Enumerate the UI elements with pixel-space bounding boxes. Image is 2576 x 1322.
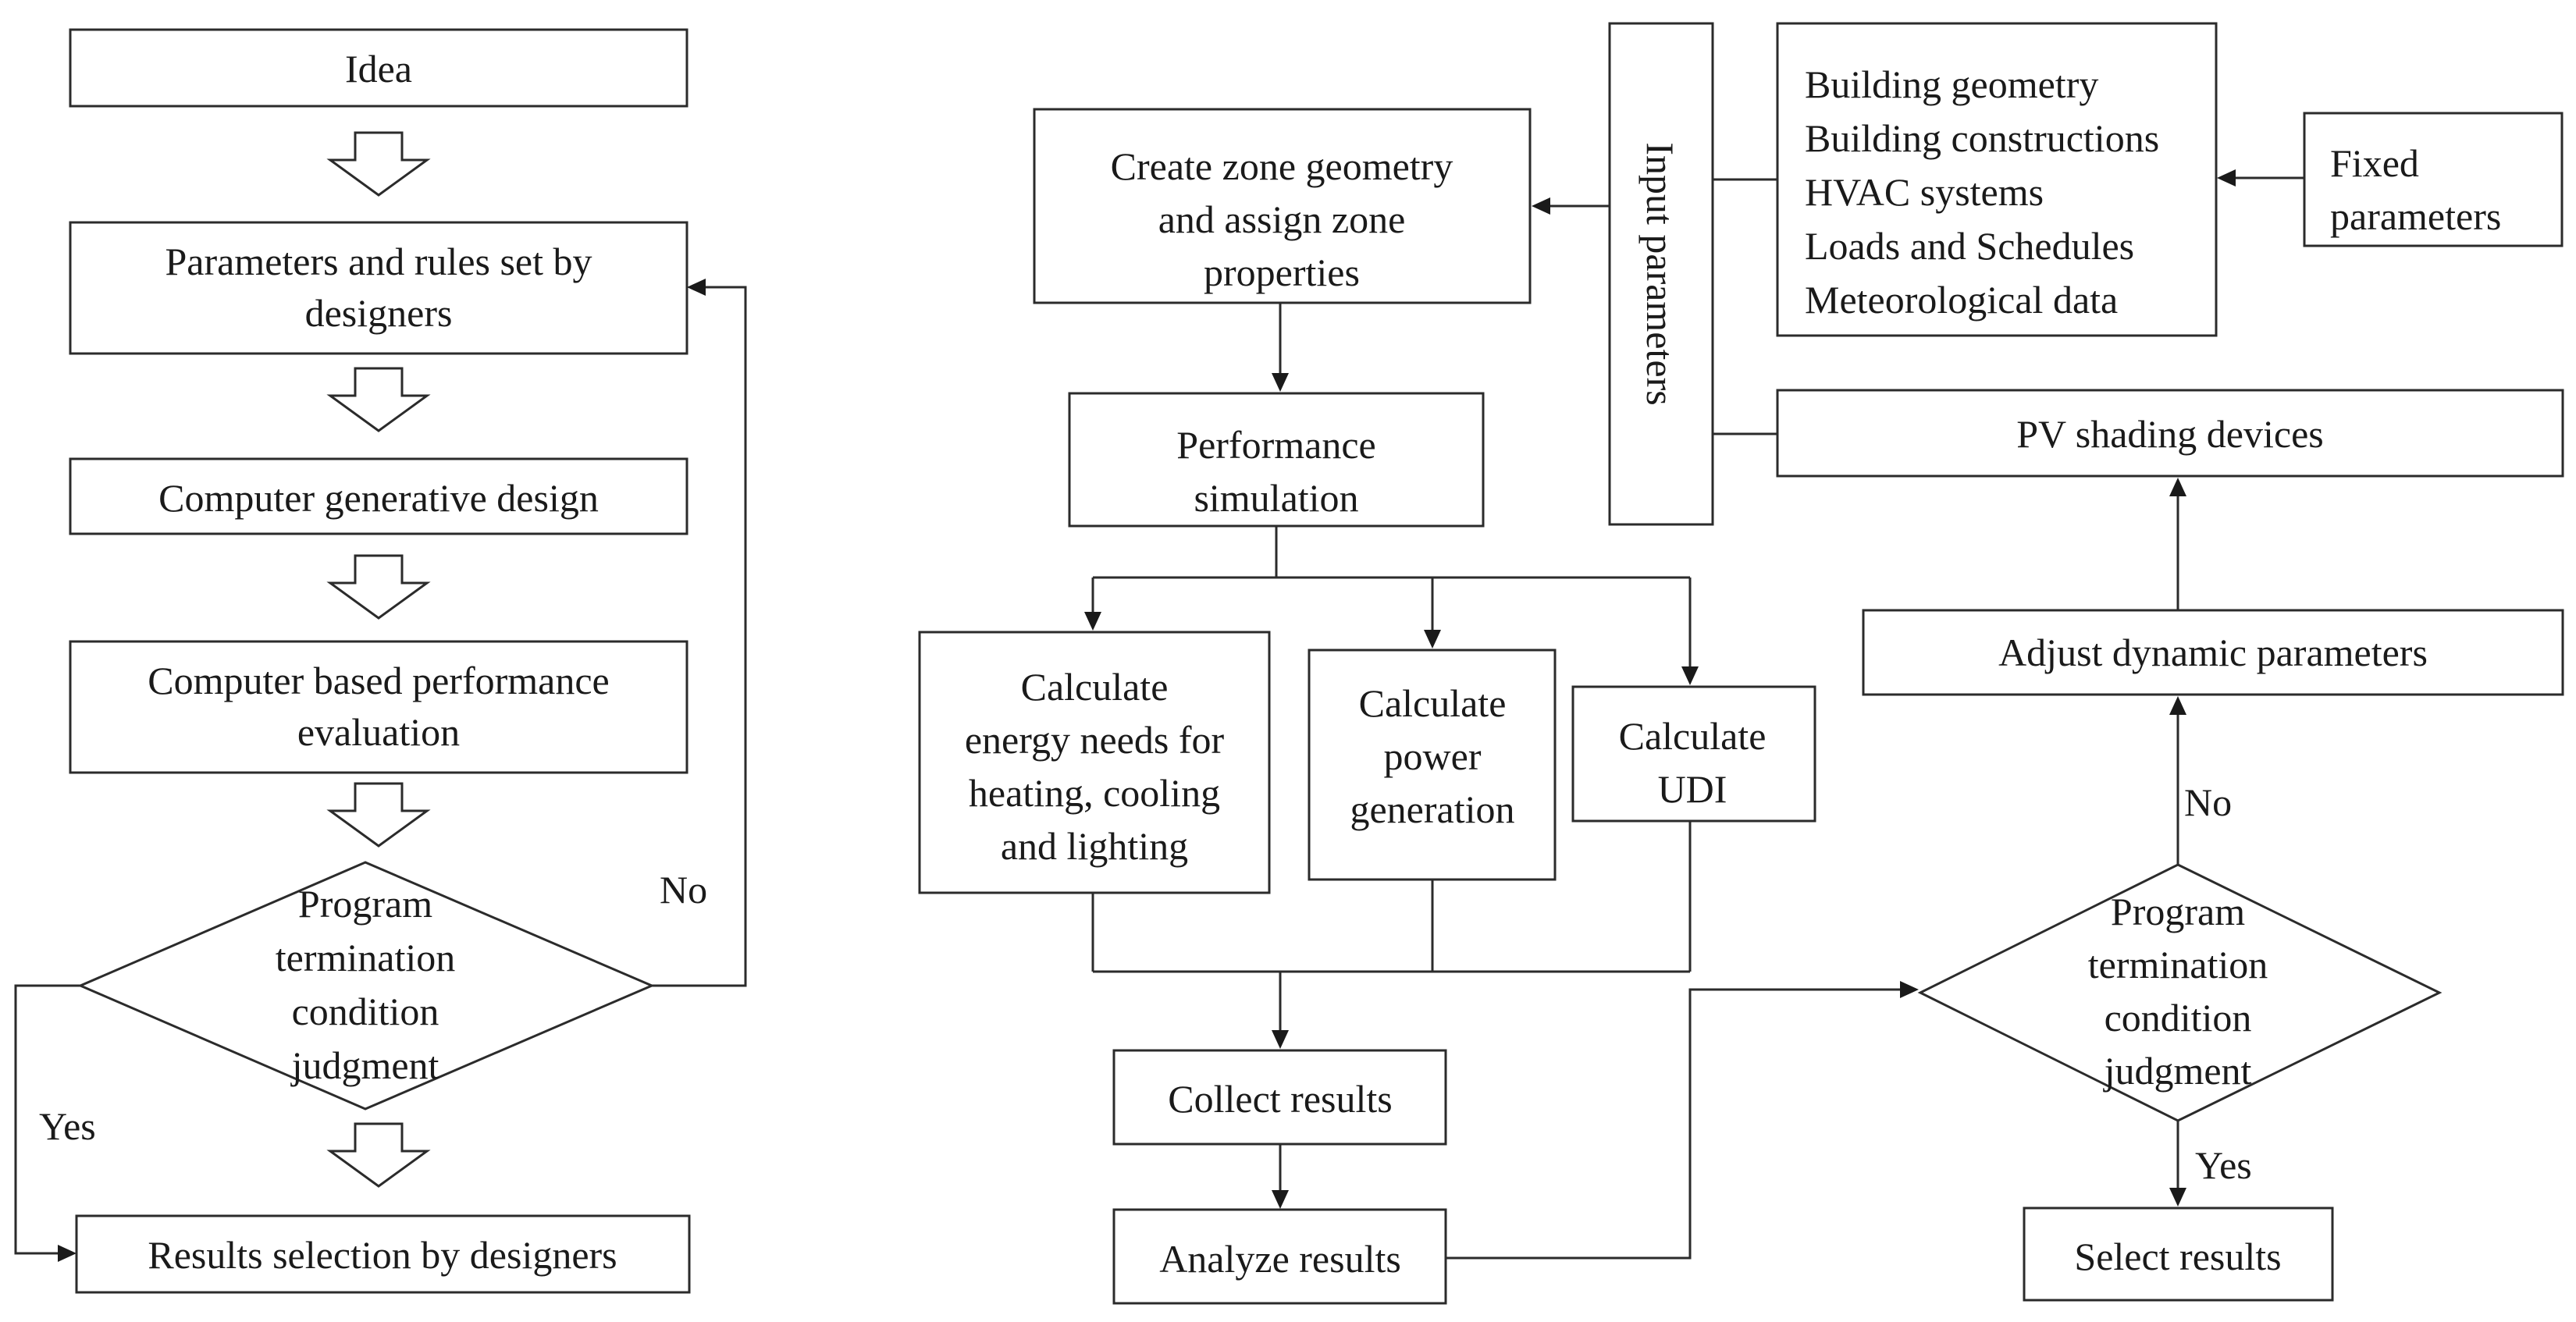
fixed-parameters-label-line1: Fixed: [2330, 141, 2419, 185]
calculate-udi-label-line1: Calculate: [1619, 714, 1767, 758]
input-item-loads-schedules: Loads and Schedules: [1805, 224, 2134, 268]
parameters-rules-label-line2: designers: [305, 291, 453, 335]
analyze-to-decision-connector: [1446, 988, 1901, 1260]
arrowhead-icon: [2217, 169, 2236, 187]
input-item-meteorological-data: Meteorological data: [1805, 278, 2118, 322]
calculate-udi-label-line2: UDI: [1658, 767, 1727, 811]
analyze-results-box: [1112, 1208, 1447, 1305]
arrowhead-icon: [1681, 666, 1699, 685]
arrowhead-icon: [1272, 1190, 1289, 1209]
adjust-dynamic-parameters-box: [1862, 609, 2564, 696]
parameters-rules-label-line1: Parameters and rules set by: [165, 240, 592, 283]
no-label: No: [660, 868, 707, 912]
parameters-rules-box: [69, 221, 688, 355]
left-flowchart: Idea Parameters and rules set by designe…: [14, 28, 747, 1294]
create-zone-label-line2: and assign zone: [1158, 197, 1406, 241]
arrowhead-icon: [1272, 373, 1289, 392]
performance-simulation-label-line1: Performance: [1176, 423, 1375, 467]
right-no-label: No: [2184, 780, 2232, 824]
results-selection-label: Results selection by designers: [148, 1233, 617, 1277]
arrowhead-icon: [687, 279, 706, 296]
right-decision-label-line4: judgment: [2103, 1049, 2252, 1093]
right-yes-label: Yes: [2195, 1143, 2252, 1187]
right-decision-label-line2: termination: [2088, 943, 2268, 986]
performance-evaluation-box: [69, 640, 688, 774]
yes-label: Yes: [39, 1104, 96, 1148]
arrowhead-icon: [2169, 478, 2186, 496]
calculate-energy-label-line2: energy needs for: [965, 718, 1225, 762]
adjust-dynamic-parameters-label: Adjust dynamic parameters: [1998, 631, 2428, 674]
input-parameters-box: [1608, 22, 1714, 526]
arrowhead-icon: [1084, 612, 1101, 631]
fixed-parameters-box: [2303, 112, 2564, 247]
input-item-building-geometry: Building geometry: [1805, 62, 2098, 106]
down-arrow-icon: [326, 1122, 431, 1188]
right-decision-label-line1: Program: [2111, 890, 2245, 933]
no-feedback-connector: [652, 286, 747, 987]
calculate-energy-label-line4: and lighting: [1001, 824, 1188, 868]
down-arrow-icon: [326, 131, 431, 197]
calculate-power-label-line3: generation: [1350, 787, 1514, 831]
down-arrow-icon: [326, 554, 431, 620]
arrowhead-icon: [58, 1245, 76, 1262]
calculate-energy-label-line1: Calculate: [1021, 665, 1169, 709]
arrowhead-icon: [1424, 630, 1441, 649]
calculate-power-label-line2: power: [1384, 734, 1482, 778]
termination-decision-label-line4: judgment: [290, 1043, 439, 1087]
performance-simulation-box: [1068, 392, 1485, 528]
arrowhead-icon: [1272, 1030, 1289, 1049]
analyze-results-label: Analyze results: [1159, 1237, 1401, 1281]
fixed-inputs-box: [1776, 22, 2218, 337]
termination-decision-diamond: [77, 861, 655, 1111]
create-zone-box: [1033, 108, 1532, 304]
right-decision-label-line3: condition: [2105, 996, 2252, 1039]
calculate-energy-box: [918, 631, 1271, 894]
arrowhead-icon: [1532, 197, 1550, 215]
select-results-box: [2023, 1207, 2334, 1302]
arrowhead-icon: [2169, 696, 2186, 715]
fixed-parameters-label-line2: parameters: [2330, 194, 2501, 238]
collect-results-label: Collect results: [1168, 1077, 1392, 1121]
select-results-label: Select results: [2074, 1235, 2281, 1278]
right-flowchart: Create zone geometry and assign zone pro…: [918, 22, 2564, 1305]
idea-label: Idea: [345, 47, 412, 91]
termination-decision-label-line2: termination: [276, 936, 456, 979]
performance-evaluation-label-line1: Computer based performance: [148, 659, 609, 702]
performance-simulation-label-line2: simulation: [1194, 476, 1358, 520]
create-zone-label-line1: Create zone geometry: [1111, 144, 1453, 188]
input-item-building-constructions: Building constructions: [1805, 116, 2159, 160]
termination-decision-label-line3: condition: [292, 990, 439, 1033]
generative-design-box: [69, 457, 688, 535]
pv-shading-box: [1776, 389, 2564, 478]
pv-shading-label: PV shading devices: [2016, 412, 2323, 456]
calculate-udi-box: [1571, 685, 1816, 823]
input-item-hvac-systems: HVAC systems: [1805, 170, 2044, 214]
performance-evaluation-label-line2: evaluation: [297, 710, 460, 754]
yes-connector: [14, 984, 80, 1255]
collect-results-box: [1112, 1049, 1447, 1146]
down-arrow-icon: [326, 782, 431, 848]
termination-decision-label-line1: Program: [298, 882, 432, 926]
arrowhead-icon: [2169, 1188, 2186, 1207]
calculate-power-label-line1: Calculate: [1359, 681, 1507, 725]
idea-box: [69, 28, 688, 108]
results-selection-box: [75, 1214, 691, 1294]
calculate-energy-label-line3: heating, cooling: [969, 771, 1220, 815]
arrowhead-icon: [1900, 981, 1919, 998]
create-zone-label-line3: properties: [1204, 251, 1360, 294]
down-arrow-icon: [326, 367, 431, 432]
generative-design-label: Computer generative design: [158, 476, 599, 520]
input-parameters-label: Input parameters: [1638, 142, 1682, 405]
